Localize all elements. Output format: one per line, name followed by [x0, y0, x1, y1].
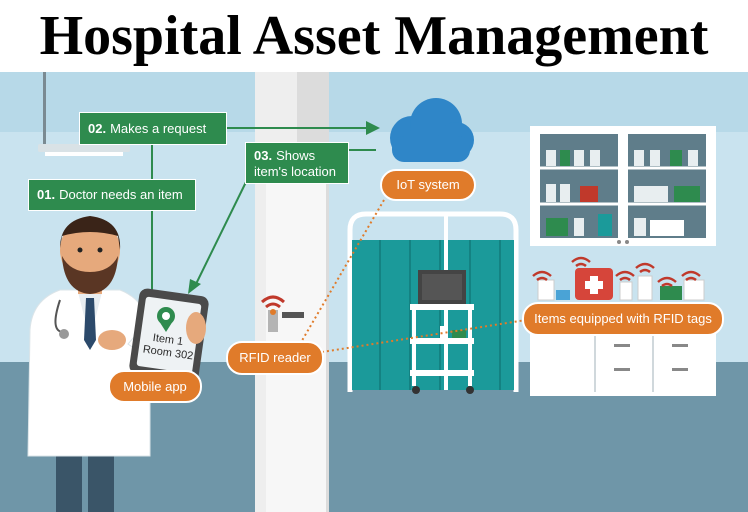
cloud-icon: [390, 98, 474, 162]
step-01-number: 01.: [37, 187, 56, 202]
step-03-text-line1: Shows: [276, 148, 316, 163]
rfid-tags-label: Items equipped with RFID tags: [522, 302, 724, 336]
step-03-number: 03.: [254, 148, 273, 163]
ward-area: [347, 211, 519, 394]
mobile-app-label: Mobile app: [108, 370, 202, 403]
flow-connectors: [151, 121, 380, 300]
title-band: [0, 0, 748, 72]
step-01-text: Doctor needs an item: [59, 187, 183, 202]
medicine-cabinet: [530, 126, 716, 396]
rfid-reader-device: [260, 295, 286, 332]
location-pin-icon: [157, 307, 175, 332]
rfid-reader-label: RFID reader: [226, 341, 324, 375]
rfid-signal-icon: [532, 256, 701, 288]
step-01-box: 01. Doctor needs an item: [28, 179, 196, 211]
iot-system-label: IoT system: [380, 169, 476, 201]
tablet-device[interactable]: [128, 288, 209, 383]
doorway: [255, 72, 329, 512]
step-03-text-line2: item's location: [254, 164, 336, 179]
mobile-app-text: Mobile app: [123, 378, 187, 394]
rfid-reader-text: RFID reader: [239, 350, 311, 365]
ceiling-lamp-icon: [38, 72, 130, 156]
step-02-text: Makes a request: [110, 120, 207, 136]
iot-system-text: IoT system: [396, 177, 460, 192]
step-03-box: 03.Shows item's location: [245, 142, 349, 184]
step-02-box: 02. Makes a request: [79, 112, 227, 145]
step-02-number: 02.: [88, 120, 107, 136]
rfid-tagged-items: [532, 256, 705, 301]
rfid-tags-text: Items equipped with RFID tags: [534, 311, 712, 326]
page-title: Hospital Asset Management: [39, 5, 709, 67]
